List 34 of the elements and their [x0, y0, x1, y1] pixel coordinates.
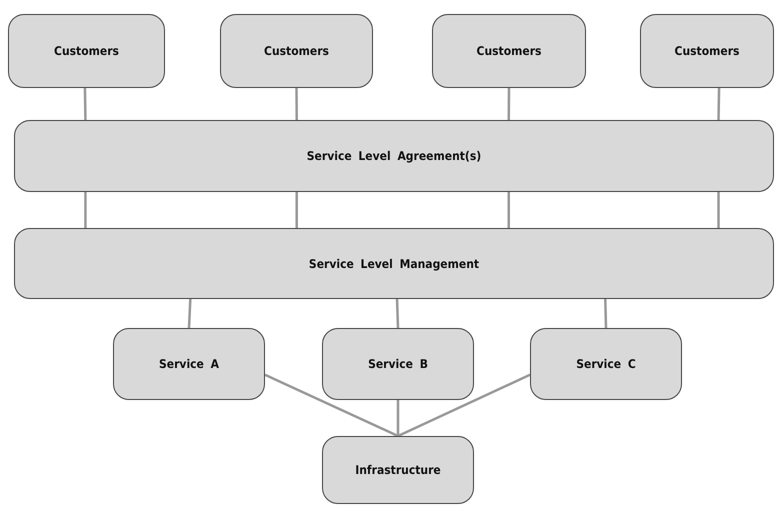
box-label: Customers — [476, 44, 542, 58]
connector-line — [396, 400, 400, 436]
process-box — [14, 228, 774, 299]
process-box — [322, 436, 474, 504]
box-label: Customers — [674, 44, 740, 58]
connector-line — [717, 192, 720, 228]
process-box — [8, 14, 165, 88]
process-box — [530, 328, 682, 400]
process-box — [432, 14, 586, 88]
box-label: Customers — [264, 44, 329, 58]
process-box — [220, 14, 373, 88]
connector-line — [508, 192, 510, 228]
box-label: Service Level Management — [308, 256, 480, 270]
box-label: Service C — [576, 357, 636, 371]
connector-line — [397, 374, 531, 438]
box-label: Service A — [159, 357, 219, 371]
connector-line — [84, 88, 87, 120]
process-box — [322, 328, 474, 400]
connector-line — [84, 192, 87, 228]
box-label: Infrastructure — [355, 463, 441, 477]
process-box — [14, 120, 774, 192]
connector-line — [188, 298, 192, 328]
process-box — [640, 14, 774, 88]
connector-line — [396, 298, 400, 328]
box-label: Service Level Agreement(s) — [306, 149, 482, 163]
connector-line — [508, 88, 510, 120]
process-box — [113, 328, 265, 400]
connector-line — [264, 374, 399, 438]
connector-line — [295, 192, 298, 228]
box-label: Service B — [368, 357, 428, 371]
connector-line — [295, 88, 298, 120]
box-label: Customers — [54, 44, 119, 58]
connector-line — [604, 298, 608, 328]
connector-line — [717, 88, 720, 120]
